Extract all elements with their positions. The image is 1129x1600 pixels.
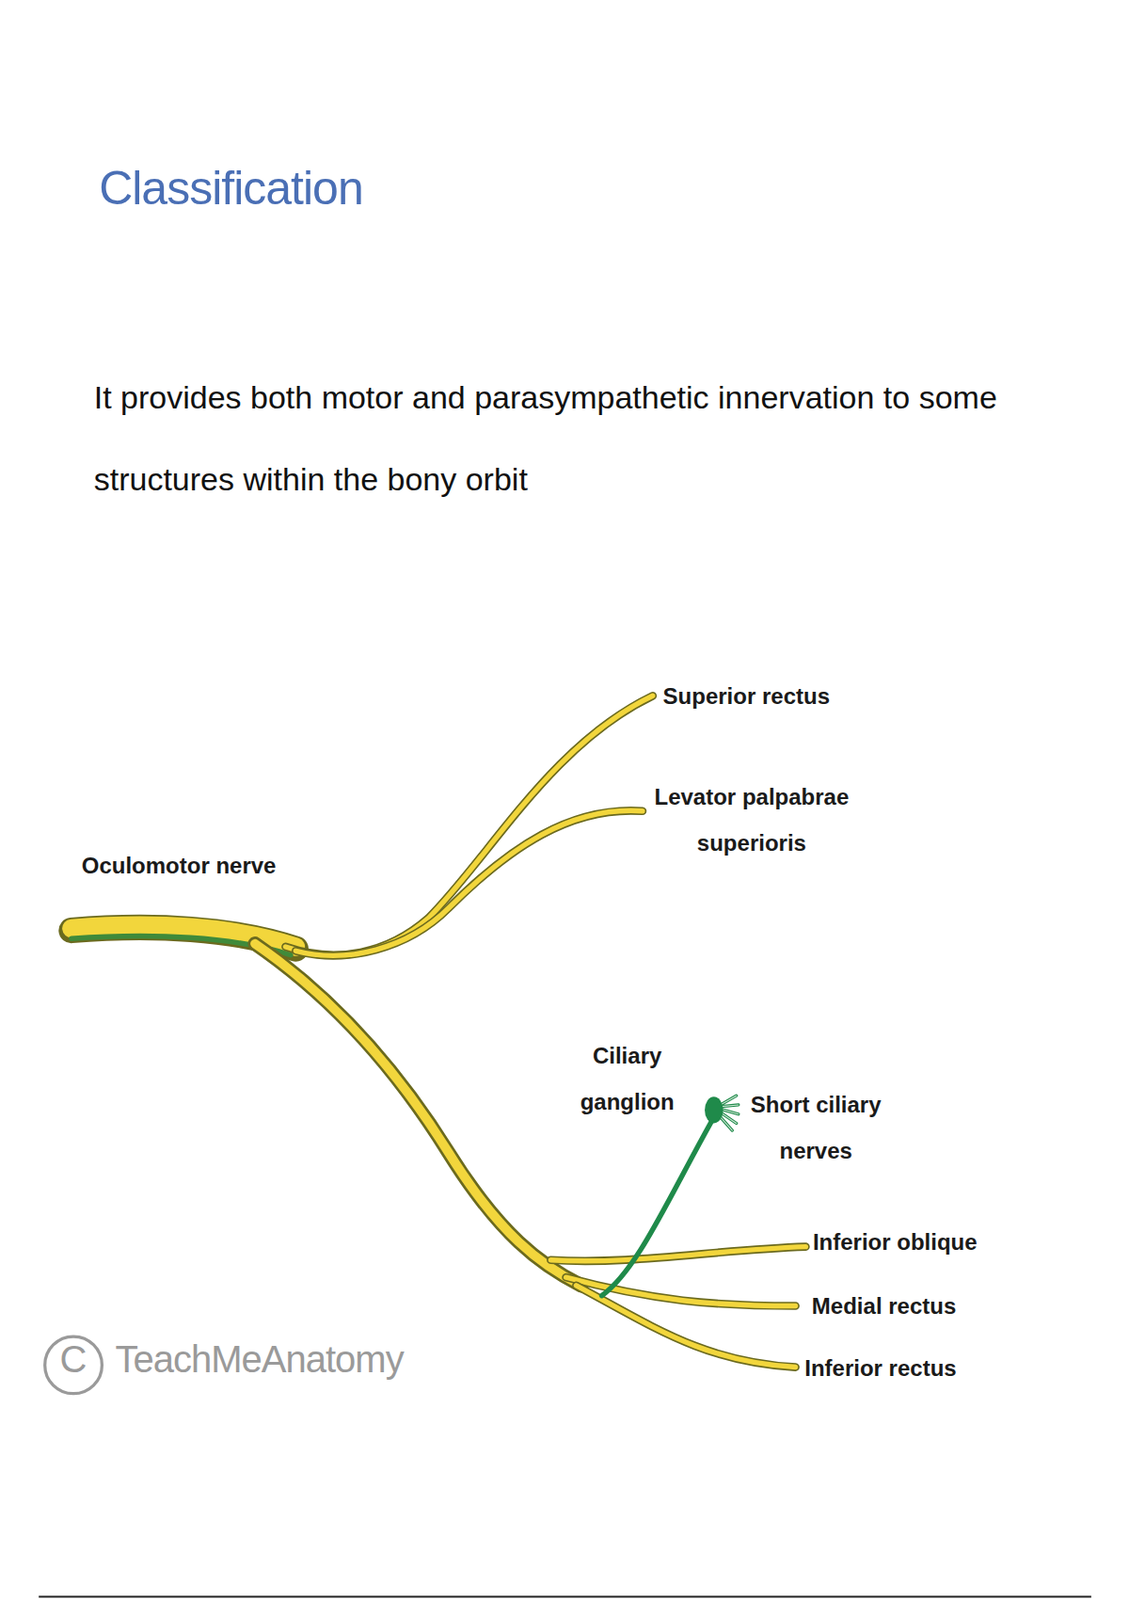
inferior-oblique-branch	[550, 1246, 806, 1261]
muscle-label: Superior rectus	[663, 672, 929, 719]
superior-branch-outline	[286, 695, 653, 955]
nerve-label: Oculomotor nerve	[81, 842, 348, 889]
muscle-label: Medial rectus	[811, 1282, 1078, 1329]
inferior-division-outline	[254, 943, 582, 1286]
slide-title: Classification	[98, 160, 364, 216]
inferior-rectus-branch	[575, 1285, 796, 1368]
superior-branch	[286, 695, 653, 955]
muscle-label: Levator palpabrae superioris	[634, 773, 869, 866]
levator-branch	[295, 810, 643, 955]
inferior-oblique-branch-outline	[550, 1246, 806, 1261]
parasympathetic-root	[602, 1116, 715, 1296]
bullet-text: It provides both motor and parasympathet…	[94, 356, 1104, 521]
inferior-rectus-branch-outline	[575, 1285, 796, 1368]
copyright-circle	[45, 1335, 103, 1394]
nerve-label: Short ciliary nerves	[733, 1081, 897, 1174]
ganglion-label: Ciliary ganglion	[571, 1032, 684, 1125]
watermark: TeachMeAnatomy	[114, 1337, 452, 1381]
muscle-label: Inferior oblique	[812, 1218, 1079, 1265]
ciliary-ganglion-body	[704, 1096, 724, 1123]
inferior-division	[254, 943, 582, 1286]
copyright-mark: C	[47, 1337, 99, 1381]
muscle-label: Inferior rectus	[804, 1344, 1070, 1391]
levator-branch-outline	[295, 810, 643, 955]
footer-rule	[38, 1594, 1092, 1597]
